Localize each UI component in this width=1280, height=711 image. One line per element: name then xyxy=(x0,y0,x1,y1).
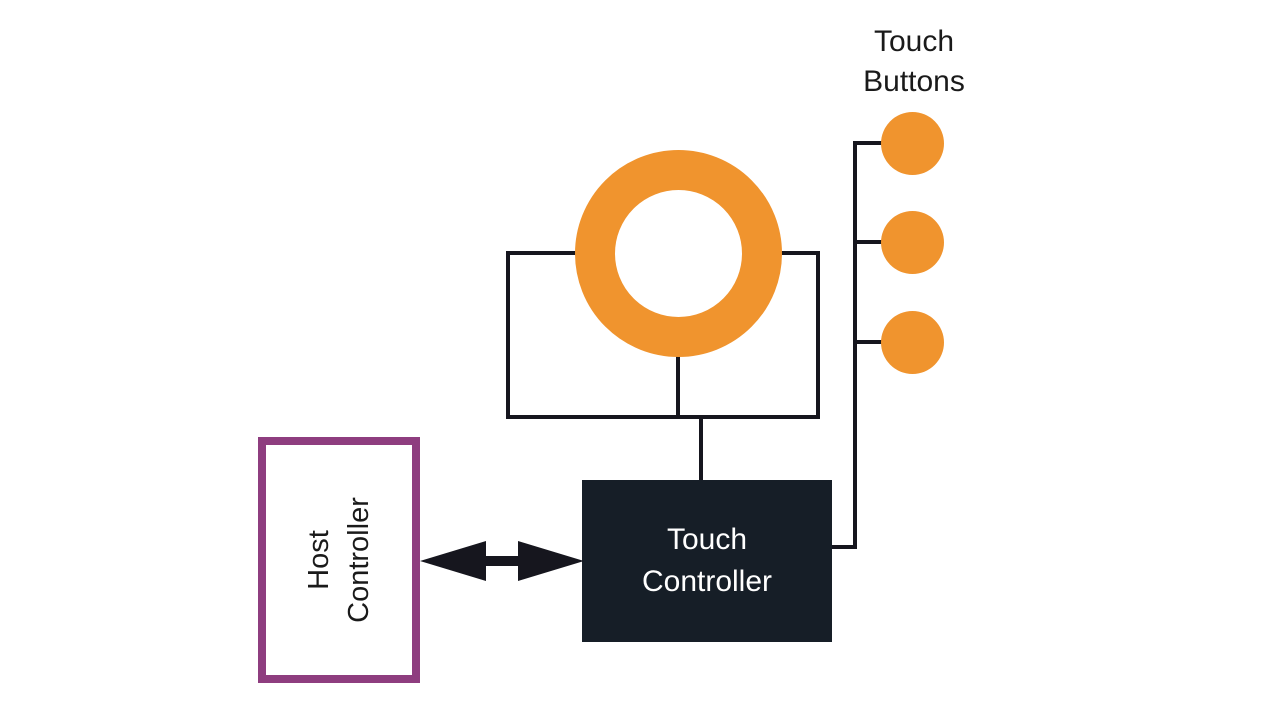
wheel-to-panel-line xyxy=(676,353,680,419)
touch-button-stub-1 xyxy=(853,141,883,145)
touch-button-stub-3 xyxy=(853,340,883,344)
touch-buttons-label: Touch Buttons xyxy=(863,25,965,98)
panel-to-controller-line xyxy=(699,415,703,480)
touch-button-circle xyxy=(881,311,944,374)
touch-button-circle xyxy=(881,211,944,274)
touch-wheel xyxy=(575,150,782,357)
host-controller-box: Host Controller xyxy=(258,437,420,683)
touch-button-stub-2 xyxy=(853,240,883,244)
touch-button-circle xyxy=(881,112,944,175)
bus-to-controller-line xyxy=(830,545,857,549)
bidirectional-arrow xyxy=(420,541,584,581)
touch-controller-label: Touch Controller xyxy=(641,523,773,598)
touch-controller-box: Touch Controller xyxy=(582,480,832,642)
host-controller-label: Host Controller xyxy=(303,497,375,623)
touch-buttons-bus-line xyxy=(853,141,857,549)
